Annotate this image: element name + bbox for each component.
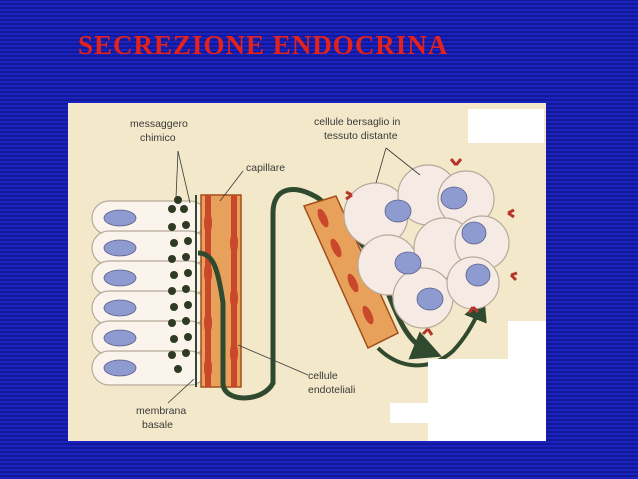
label-messenger-1: messaggero — [130, 118, 188, 130]
label-capillary: capillare — [246, 162, 285, 174]
target-nuclei — [384, 186, 491, 311]
cover-patch-small — [390, 403, 432, 423]
label-messenger-2: chimico — [140, 132, 176, 144]
diagram-svg: messaggero chimico capillare cellule ber… — [91, 116, 518, 431]
secretory-cells — [91, 200, 208, 386]
secretory-nuclei — [103, 209, 137, 377]
label-basal-2: basale — [142, 419, 173, 431]
cover-patch-top — [468, 109, 544, 143]
cover-patch-right — [508, 321, 546, 361]
blood-flow-path-2 — [376, 296, 487, 368]
messenger-granules — [168, 196, 192, 373]
receptors — [345, 158, 518, 336]
slide-title: SECREZIONE ENDOCRINA — [78, 30, 449, 60]
label-basal-1: membrana — [136, 405, 186, 417]
label-endothelial-2: endoteliali — [308, 384, 355, 396]
capillary-diagonal — [302, 195, 399, 350]
label-target-2: tessuto distante — [324, 130, 398, 142]
label-target-1: cellule bersaglio in — [314, 116, 401, 128]
leader-lines — [167, 147, 421, 404]
label-endothelial-1: cellule — [308, 370, 338, 382]
endocrine-diagram: messaggero chimico capillare cellule ber… — [68, 103, 546, 441]
cover-patch-bottom — [428, 359, 546, 441]
